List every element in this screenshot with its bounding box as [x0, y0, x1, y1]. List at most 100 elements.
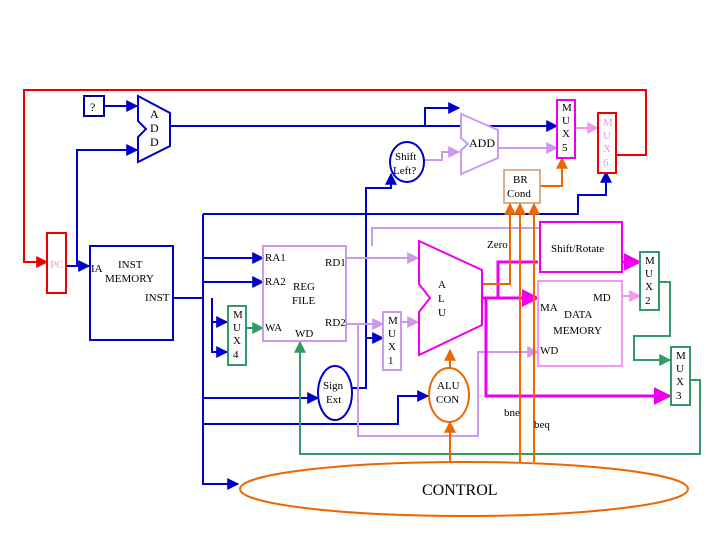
reg-wa-port: WA	[265, 322, 282, 334]
beq-signal-label: beq	[534, 419, 550, 431]
wires-pink	[575, 122, 642, 302]
wire-shift-to-adder	[424, 146, 461, 161]
mux6-letter-3: X	[603, 143, 611, 155]
dmem-title1: DATA	[564, 309, 593, 321]
mux4-letter-3: X	[233, 335, 241, 347]
pc-register: PC	[46, 232, 67, 294]
reg-rd2-port: RD2	[325, 317, 346, 329]
wire-alu-to-shift	[482, 260, 538, 300]
mux2-letter-1: M	[645, 255, 655, 267]
wire-mux2-to-mux3	[633, 281, 672, 366]
sign-ext-line2: Ext	[326, 394, 341, 406]
mux1: M U X 1	[382, 311, 402, 371]
mux5-letter-3: X	[562, 128, 570, 140]
constant-label: ?	[90, 100, 95, 114]
dmem-title2: MEMORY	[553, 325, 602, 337]
alu-letter-2: L	[438, 293, 445, 305]
dmem-md-port: MD	[593, 292, 611, 304]
shift-rotate-unit: Shift/Rotate	[539, 221, 623, 273]
mux5: M U X 5	[556, 99, 576, 159]
inst-memory-out-port: INST	[145, 292, 170, 304]
reg-file-title1: REG	[293, 281, 315, 293]
mux1-letter-4: 1	[388, 355, 394, 367]
mux1-letter-1: M	[388, 315, 398, 327]
mux3-letter-4: 3	[676, 390, 682, 402]
alu-con-line1: ALU	[437, 380, 460, 392]
mux6-letter-2: U	[603, 130, 611, 142]
branch-adder-label: ADD	[469, 136, 495, 150]
mux4: M U X 4	[227, 305, 247, 366]
mux4-letter-2: U	[233, 322, 241, 334]
mux3-letter-2: U	[676, 363, 684, 375]
alu: A L U	[418, 239, 483, 357]
mux5-letter-2: U	[562, 115, 570, 127]
mux2-letter-3: X	[645, 281, 653, 293]
alu-control-unit: ALU CON	[428, 367, 470, 423]
shift-rotate-label: Shift/Rotate	[551, 243, 604, 255]
wire-zero-to-brcond	[482, 202, 516, 285]
mux2-letter-2: U	[645, 268, 653, 280]
inst-memory-title1: INST	[118, 259, 143, 271]
mux6-letter-4: 6	[603, 157, 609, 169]
alu-con-line2: CON	[436, 394, 459, 406]
mux5-letter-4: 5	[562, 142, 568, 154]
reg-wd-port: WD	[295, 328, 313, 340]
wire-alu-to-mux3	[484, 298, 672, 405]
dmem-wd-port: WD	[540, 345, 558, 357]
reg-ra2-port: RA2	[265, 276, 286, 288]
wires-green	[246, 281, 701, 455]
mux3: M U X 3	[670, 346, 691, 406]
mux6-letter-1: M	[603, 117, 613, 129]
inst-memory-title2: MEMORY	[105, 273, 154, 285]
wire-mux3-to-wd	[294, 340, 701, 455]
alu-letter-3: U	[438, 307, 446, 319]
shift-left-unit: Shift Left?	[389, 141, 425, 183]
inst-memory-in-port: IA	[91, 263, 103, 275]
control-unit: CONTROL	[239, 461, 689, 517]
alu-zero-label: Zero	[487, 239, 508, 251]
branch-adder: ADD	[460, 112, 499, 176]
shift-left-line1: Shift	[395, 151, 416, 163]
mux2-letter-4: 2	[645, 295, 651, 307]
mux4-letter-4: 4	[233, 349, 239, 361]
alu-letter-1: A	[438, 279, 446, 291]
br-cond-line1: BR	[513, 174, 528, 186]
mux6: M U X 6	[597, 112, 617, 174]
wires-red	[23, 89, 647, 268]
pc-adder: A D D	[137, 94, 171, 164]
wire-to-alu-con	[203, 390, 430, 425]
wire-inst-vertical	[202, 214, 240, 490]
shift-left-line2: Left?	[393, 165, 416, 177]
sign-extend-unit: Sign Ext	[317, 365, 353, 421]
wires-magenta	[482, 253, 672, 405]
control-label: CONTROL	[422, 482, 498, 499]
mux2: M U X 2	[639, 251, 660, 311]
pc-adder-letter-2: D	[150, 121, 159, 135]
mux5-letter-1: M	[562, 102, 572, 114]
wire-mux4-in2	[211, 322, 229, 358]
dmem-ma-port: MA	[540, 302, 558, 314]
br-cond-unit: BR Cond	[503, 169, 541, 204]
wires-violet	[346, 142, 559, 437]
register-file: RA1 RA2 WA WD RD1 RD2 REG FILE	[262, 245, 347, 342]
wire-add-to-branch-adder	[424, 102, 461, 126]
wire-mux6-to-pc	[23, 89, 647, 268]
reg-rd1-port: RD1	[325, 257, 346, 269]
reg-file-title2: FILE	[292, 295, 316, 307]
wire-pc-to-add	[76, 144, 139, 266]
pc-label: PC	[50, 259, 63, 271]
wire-mux4-in1	[211, 298, 229, 328]
reg-ra1-port: RA1	[265, 252, 286, 264]
wire-sign-ext-up	[352, 172, 397, 389]
bne-signal-label: bne	[504, 407, 520, 419]
mux4-letter-1: M	[233, 309, 243, 321]
wire-imem-top	[371, 227, 540, 246]
pc-adder-letter-3: D	[150, 135, 159, 149]
sign-ext-line1: Sign	[323, 380, 344, 392]
mux3-letter-3: X	[676, 376, 684, 388]
data-memory: MD MA DATA MEMORY WD	[537, 280, 623, 367]
wire-inst-to-mux6	[203, 170, 612, 215]
wires-orange	[444, 156, 568, 462]
mux3-letter-1: M	[676, 350, 686, 362]
